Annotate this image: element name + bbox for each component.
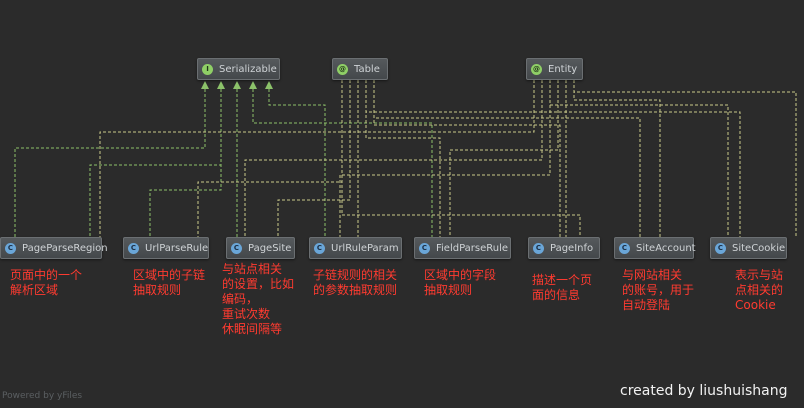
class-icon: C [128, 242, 139, 254]
node-label: PageSite [248, 242, 292, 254]
node-page-parse-region[interactable]: C PageParseRegion [0, 237, 108, 259]
annotation-icon: @ [531, 63, 542, 75]
class-icon: C [533, 242, 544, 254]
note-site-cookie: 表示与站 点相关的 Cookie [735, 268, 784, 312]
edge-entity [573, 80, 661, 237]
node-field-parse-rule[interactable]: C FieldParseRule [414, 237, 511, 259]
node-label: UrlRuleParam [331, 242, 399, 254]
edge-implements-serializable [149, 89, 222, 237]
implements-arrowhead [249, 81, 257, 89]
interface-icon: I [202, 63, 213, 75]
annotation-icon: @ [337, 63, 348, 75]
node-label: PageParseRegion [22, 242, 108, 254]
node-label: FieldParseRule [436, 242, 509, 254]
edge-table [277, 80, 351, 237]
edge-entity [549, 80, 729, 237]
class-icon: C [231, 242, 242, 254]
edge-implements-serializable [14, 89, 206, 237]
node-label: SiteAccount [636, 242, 696, 254]
edge-entity [244, 80, 543, 237]
edge-entity [99, 80, 535, 237]
note-field-parse-rule: 区域中的字段 抽取规则 [424, 268, 497, 297]
note-page-parse-region: 页面中的一个 解析区域 [10, 268, 83, 297]
node-label: UrlParseRule [145, 242, 209, 254]
class-icon: C [5, 242, 16, 254]
edge-table [365, 80, 741, 237]
node-label: PageInfo [550, 242, 594, 254]
node-page-site[interactable]: C PageSite [226, 237, 295, 259]
edge-implements-serializable [268, 89, 326, 237]
edge-entity [339, 80, 551, 237]
class-icon: C [419, 242, 430, 254]
edge-implements-serializable [252, 89, 433, 237]
node-entity[interactable]: @ Entity [526, 58, 583, 80]
node-serializable[interactable]: I Serializable [197, 58, 280, 80]
class-icon: C [314, 242, 325, 254]
node-url-rule-param[interactable]: C UrlRuleParam [309, 237, 402, 259]
powered-by-label: Powered by yFiles [2, 391, 83, 401]
node-label: Serializable [219, 63, 277, 75]
node-label: Entity [548, 63, 578, 75]
edge-table [373, 80, 561, 237]
node-table[interactable]: @ Table [332, 58, 388, 80]
node-label: SiteCookie [732, 242, 786, 254]
edge-implements-serializable [89, 89, 222, 237]
note-url-rule-param: 子链规则的相关 的参数抽取规则 [313, 268, 398, 297]
class-icon: C [619, 242, 630, 254]
implements-arrowhead [217, 81, 225, 89]
edge-table [341, 80, 581, 237]
note-site-account: 与网站相关 的账号，用于 自动登陆 [622, 268, 695, 312]
note-page-info: 描述一个页 面的信息 [532, 273, 593, 302]
class-icon: C [715, 242, 726, 254]
credit-label: created by liushuishang [620, 383, 788, 399]
implements-arrowhead [265, 81, 273, 89]
edge-entity [573, 80, 797, 237]
note-page-site: 与站点相关 的设置，比如 编码， 重试次数 休眠间隔等 [222, 262, 295, 336]
node-url-parse-rule[interactable]: C UrlParseRule [123, 237, 209, 259]
node-label: Table [354, 63, 380, 75]
edge-entity [449, 80, 559, 237]
edge-table [197, 80, 343, 237]
node-page-info[interactable]: C PageInfo [528, 237, 600, 259]
edge-table [365, 80, 441, 237]
note-url-parse-rule: 区域中的子链 抽取规则 [133, 268, 206, 297]
node-site-cookie[interactable]: C SiteCookie [710, 237, 787, 259]
edge-table [373, 80, 641, 237]
implements-arrowhead [233, 81, 241, 89]
implements-arrowhead [201, 81, 209, 89]
node-site-account[interactable]: C SiteAccount [614, 237, 696, 259]
